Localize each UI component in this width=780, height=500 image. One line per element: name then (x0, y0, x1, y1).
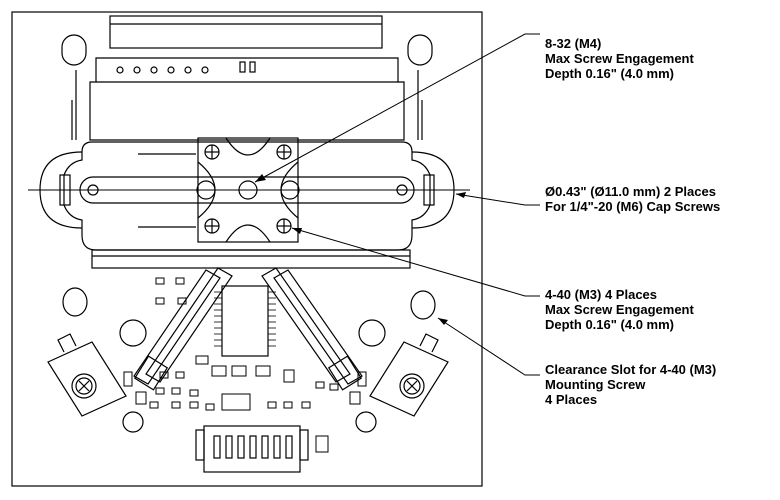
callout-clearance-slot: Clearance Slot for 4-40 (M3) Mounting Sc… (545, 362, 716, 407)
top-right-slot (407, 34, 433, 66)
right-arm (261, 267, 363, 391)
callout-line: Max Screw Engagement (545, 302, 694, 317)
top-connector (109, 15, 383, 49)
smd-components (123, 277, 367, 453)
callout-line: 8-32 (M4) (545, 36, 602, 51)
left-arm (133, 267, 233, 391)
right-clamp (369, 333, 449, 417)
leader-4-40 (291, 227, 540, 297)
callout-line: Max Screw Engagement (545, 51, 694, 66)
leader-clearance (437, 317, 540, 376)
base-rail (91, 249, 411, 269)
right-clearance-slot (410, 290, 436, 320)
callout-line: 4 Places (545, 392, 598, 407)
callout-line: Depth 0.16" (4.0 mm) (545, 317, 674, 332)
callout-line: For 1/4"-20 (M6) Cap Screws (545, 199, 721, 214)
callout-line: 4-40 (M3) 4 Places (545, 287, 658, 302)
ic-chip (221, 285, 269, 357)
callout-line: Ø0.43" (Ø11.0 mm) 2 Places (545, 184, 716, 199)
callout-8-32-screw-engagement: 8-32 (M4) Max Screw Engagement Depth 0.1… (545, 36, 694, 81)
callout-line: Depth 0.16" (4.0 mm) (545, 66, 674, 81)
callout-4-40-screw-engagement: 4-40 (M3) 4 Places Max Screw Engagement … (545, 287, 694, 332)
bottom-connector (195, 425, 309, 473)
left-clearance-slot (62, 287, 88, 317)
leader-8-32 (254, 33, 540, 183)
callout-line: Mounting Screw (545, 377, 646, 392)
callout-cap-screw-holes: Ø0.43" (Ø11.0 mm) 2 Places For 1/4"-20 (… (545, 184, 720, 214)
left-clamp (47, 333, 127, 417)
leader-cap-screw (455, 193, 540, 206)
mount-plate (63, 141, 431, 251)
top-left-slot (61, 34, 87, 66)
board-outline (11, 11, 483, 487)
m3-holes (204, 144, 292, 234)
header-pins (116, 61, 256, 74)
upper-housing (89, 57, 405, 141)
callout-line: Clearance Slot for 4-40 (M3) (545, 362, 717, 377)
